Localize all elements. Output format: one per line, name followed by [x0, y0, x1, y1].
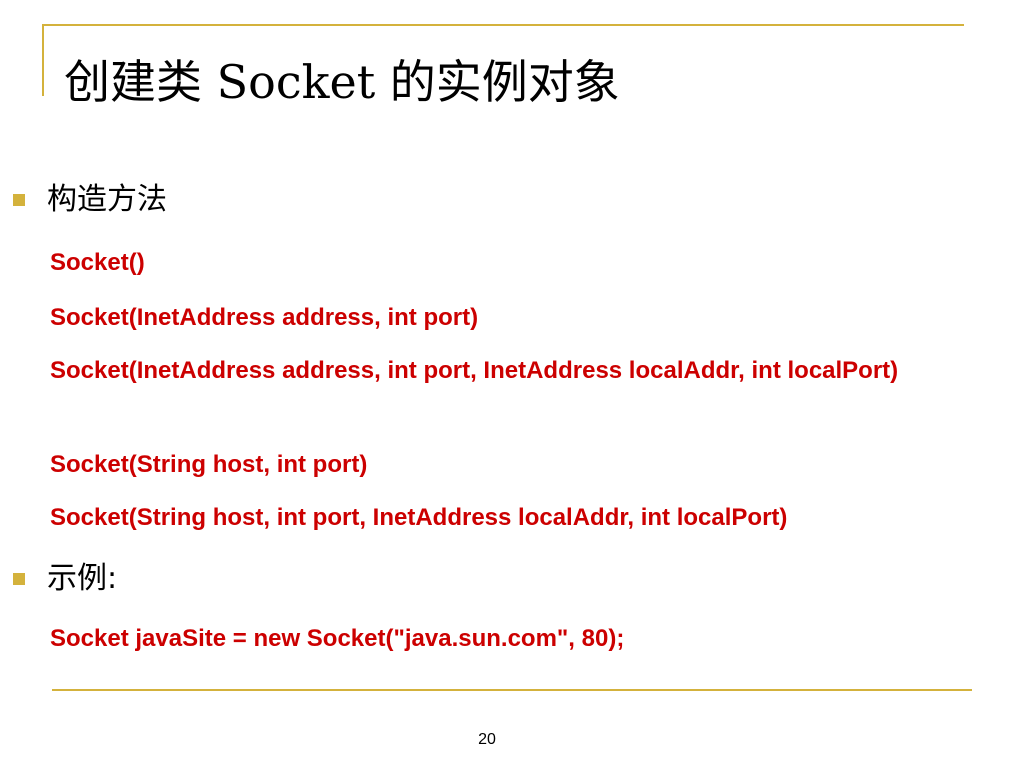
bullet-example: 示例:: [13, 561, 117, 597]
square-bullet-icon: [13, 573, 25, 585]
bullet-constructors: 构造方法: [13, 182, 167, 218]
slide-title: 创建类 Socket 的实例对象: [64, 55, 620, 109]
left-border-line: [42, 24, 44, 96]
constructor-line: Socket(): [50, 249, 145, 276]
example-code-line: Socket javaSite = new Socket("java.sun.c…: [50, 625, 625, 652]
constructor-line: Socket(InetAddress address, int port, In…: [50, 357, 899, 384]
bullet-example-label: 示例:: [47, 561, 118, 596]
top-border-line: [42, 24, 964, 26]
constructor-line: Socket(String host, int port): [50, 451, 368, 478]
square-bullet-icon: [13, 194, 25, 206]
bullet-constructors-label: 构造方法: [47, 182, 167, 217]
constructor-line: Socket(String host, int port, InetAddres…: [50, 504, 788, 531]
constructor-line: Socket(InetAddress address, int port): [50, 304, 479, 331]
bottom-border-line: [52, 689, 972, 691]
page-number: 20: [478, 731, 496, 748]
